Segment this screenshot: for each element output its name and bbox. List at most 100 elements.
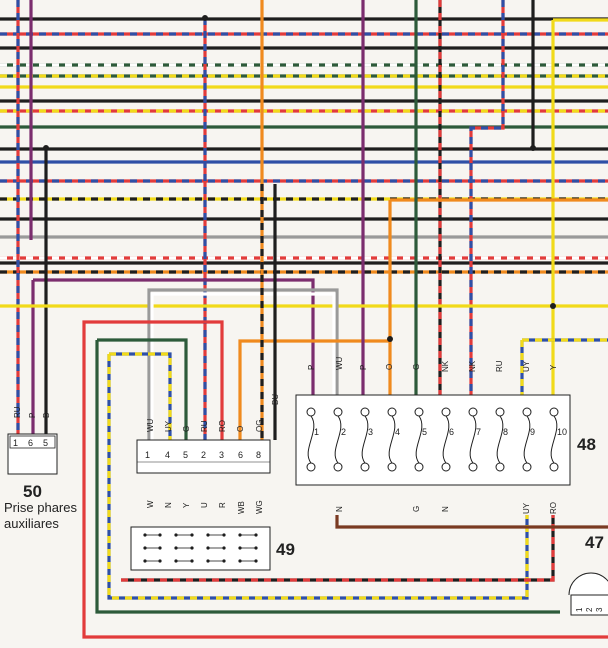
terminal-dot (190, 559, 194, 563)
c48-bottom-wire: N (335, 506, 344, 512)
c49-number: 49 (276, 540, 295, 559)
c47-pin: 3 (595, 607, 604, 612)
terminal-dot (190, 533, 194, 537)
c49-bottom-wire: W (146, 500, 155, 508)
fuse-number: 5 (422, 427, 427, 437)
terminal-dot (222, 546, 226, 550)
c48-top-wire: NK (441, 360, 450, 372)
terminal-dot (190, 546, 194, 550)
connector-icon (136, 439, 271, 474)
terminal-dot (158, 546, 162, 550)
connector-47: 1 2 3 47 (568, 533, 608, 616)
fuse-number: 1 (314, 427, 319, 437)
c48-top-wire: RU (495, 360, 504, 372)
c48-top-wire: P (307, 365, 316, 370)
junction-dot-icon (387, 336, 393, 342)
c50-pin: 5 (43, 438, 48, 448)
fuse-icon: 2 (333, 407, 346, 472)
c48-top-wire: O (385, 364, 394, 370)
c49-bottom-wire: R (218, 502, 227, 508)
c49-wire (238, 339, 392, 440)
c50-pin: 1 (13, 438, 18, 448)
c49-pin: 8 (256, 450, 261, 460)
fuse-icon: 10 (549, 407, 567, 472)
fuse-icon: 3 (360, 407, 373, 472)
terminal-dot (254, 533, 258, 537)
c48-top-wire: WU (335, 356, 344, 370)
connector-icon (570, 594, 608, 616)
c48-top-labels: P WU P O G NK NK RU UY Y (307, 356, 558, 372)
c48-top-wire: UY (522, 360, 531, 372)
c48-bottom-wire: UY (522, 502, 531, 514)
terminal-dot (158, 559, 162, 563)
junction-dot-icon (530, 145, 536, 151)
c49-top-wire: BU (271, 394, 280, 405)
c49-terminal-dots (143, 533, 258, 563)
fuse-number: 7 (476, 427, 481, 437)
terminal-dot (254, 559, 258, 563)
loop-wire-tracer (121, 515, 555, 582)
c50-pin: 6 (28, 438, 33, 448)
loop-wire-tracer (107, 354, 529, 600)
c49-bottom-wire: U (200, 502, 209, 508)
c49-pin: 6 (238, 450, 243, 460)
fuse-list: 1 2 3 4 5 6 7 8 9 10 (306, 407, 567, 472)
fuse-icon: 5 (414, 407, 427, 472)
loop-wire (82, 440, 608, 639)
loop-wire (82, 320, 224, 440)
terminal-dot (158, 533, 162, 537)
c50-caption: Prise phares (4, 500, 77, 515)
c49-bottom-wire: Y (182, 502, 191, 508)
connector-49: WU UY G RU RO O OG BU 1 4 5 2 3 6 8 W N … (130, 394, 295, 571)
fuse-icon: 1 (306, 407, 319, 472)
fuse-number: 8 (503, 427, 508, 437)
c49-bottom-wire: WB (237, 501, 246, 514)
fuse-number: 3 (368, 427, 373, 437)
c49-top-wire: RO (218, 420, 227, 432)
trunk-wire-tracer (469, 0, 505, 395)
c49-pin: 4 (165, 450, 170, 460)
c48-top-wire: G (412, 364, 421, 370)
c48-number: 48 (577, 435, 596, 454)
fuse-icon: 9 (522, 407, 535, 472)
junction-dot-icon (43, 145, 49, 151)
loop-wire-tracer (109, 352, 172, 440)
junction-dot-icon (202, 15, 208, 21)
loop-wire (109, 352, 172, 440)
loop-wire (95, 340, 560, 614)
c49-top-wire: OG (255, 420, 264, 432)
c47-number: 47 (585, 533, 604, 552)
c49-top-wire: G (182, 426, 191, 432)
connector-50: RU P B 1 6 5 50 Prise phares auxiliares (4, 406, 77, 531)
c48-bottom-wire: N (441, 506, 450, 512)
c50-pin-block (9, 435, 56, 449)
c49-pin: 5 (183, 450, 188, 460)
c49-wire (150, 292, 336, 440)
c49-pin: 3 (219, 450, 224, 460)
c49-top-wire: WU (146, 418, 155, 432)
c47-pin: 1 (575, 607, 584, 612)
fuse-number: 9 (530, 427, 535, 437)
c49-pin: 1 (145, 450, 150, 460)
fuse-number: 4 (395, 427, 400, 437)
c48-top-wire: P (359, 365, 368, 370)
c48-top-wire: Y (549, 364, 558, 370)
terminal-dot (222, 533, 226, 537)
c48-top-wire: NK (468, 360, 477, 372)
c47-body (568, 572, 608, 596)
fuse-number: 10 (557, 427, 567, 437)
c48-bottom-wire: RO (549, 502, 558, 514)
c50-wire-label: P (28, 413, 37, 418)
c48-bottom-wire: G (412, 506, 421, 512)
c50-caption: auxiliares (4, 516, 59, 531)
terminal-dot (254, 546, 258, 550)
c49-top-wire: UY (164, 420, 173, 432)
fuse-icon: 6 (441, 407, 454, 472)
c50-number: 50 (23, 482, 42, 501)
c49-top-wire: RU (200, 420, 209, 432)
fuse-icon: 8 (495, 407, 508, 472)
